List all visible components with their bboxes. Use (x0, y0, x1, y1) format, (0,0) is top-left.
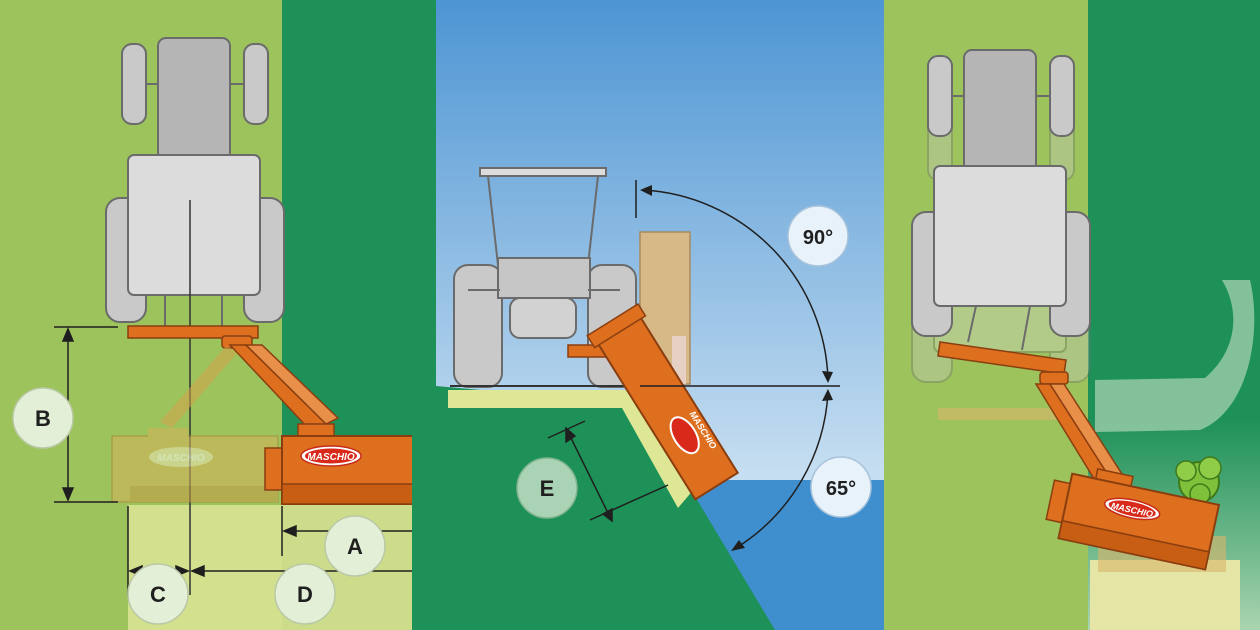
mower-rotated: MASCHIO (1045, 468, 1221, 571)
pivot-bracket-3 (1039, 371, 1069, 385)
label-angle-down-badge: 65° (810, 456, 872, 518)
angle-arrowheads (640, 185, 833, 551)
hitch-ghost (938, 408, 1056, 420)
label-angle-up-badge: 90° (787, 205, 849, 267)
label-d-badge: D (274, 563, 336, 625)
panel-gap (412, 0, 436, 630)
ghost-brand-label: MASCHIO (157, 453, 204, 464)
mower-tilted: MASCHIO (567, 302, 740, 501)
mower-brand-label: MASCHIO (307, 452, 354, 463)
label-c-badge: C (127, 563, 189, 625)
tractor-top-view (105, 37, 285, 326)
label-angle-up: 90° (803, 227, 833, 249)
panel-obstacle-avoidance: MASCHIO (884, 0, 1260, 630)
road-bank (448, 390, 695, 508)
label-b-badge: B (12, 387, 74, 449)
panel-side-reach: MASCHIO MASCHIO (0, 0, 431, 630)
panel-bank-angle: MASCHIO 90° 6 (412, 0, 884, 630)
label-angle-down: 65° (826, 478, 856, 500)
label-a-badge: A (324, 515, 386, 577)
label-d: D (297, 582, 313, 607)
hitch-bar (127, 325, 259, 339)
dimension-e (547, 420, 669, 523)
label-c: C (150, 582, 166, 607)
label-e: E (540, 476, 555, 501)
dimension-b (54, 326, 118, 503)
label-e-badge: E (516, 457, 578, 519)
label-a: A (347, 534, 363, 559)
mower-extended: MASCHIO (264, 423, 431, 505)
angle-arcs (635, 180, 840, 549)
mower-ghost-position: MASCHIO (111, 346, 279, 503)
tractor-top-view-3 (911, 49, 1091, 351)
label-b: B (35, 406, 51, 431)
cut-haze (1095, 280, 1255, 432)
